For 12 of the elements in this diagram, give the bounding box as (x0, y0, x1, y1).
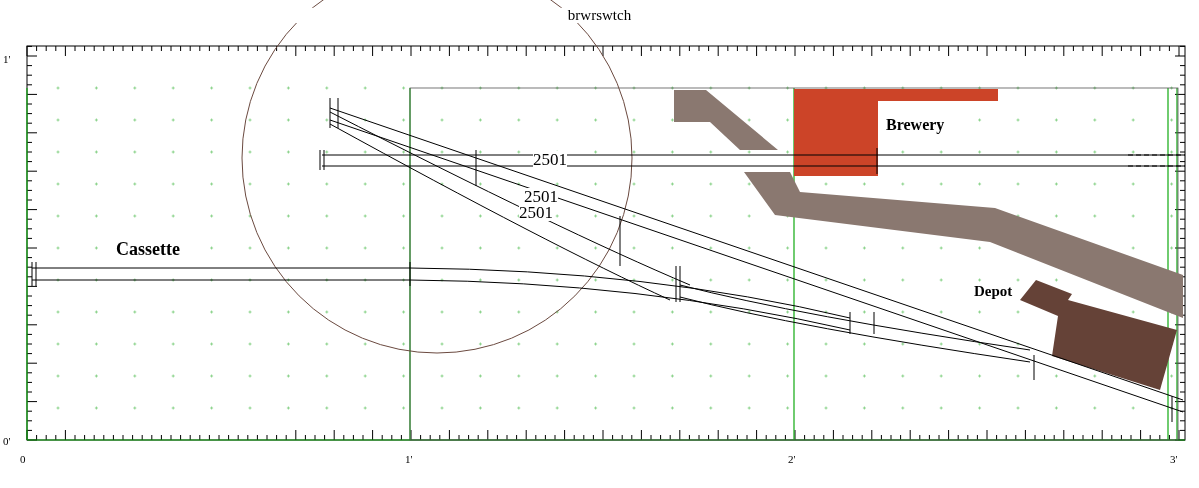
track-label: 2501 (519, 204, 553, 221)
ruler-label: 1' (405, 454, 413, 465)
ruler-label: 3' (1170, 454, 1178, 465)
ruler-label: 0 (20, 454, 26, 465)
track-label: 2501 (524, 188, 558, 205)
building-label: Depot (974, 284, 1013, 299)
track-label: Cassette (116, 240, 180, 258)
building-label: Brewery (886, 117, 945, 133)
track-label: 2501 (533, 151, 567, 168)
ruler-label: 1' (3, 54, 11, 65)
ruler-label: 2' (788, 454, 796, 465)
ruler-label: 0' (3, 436, 11, 447)
